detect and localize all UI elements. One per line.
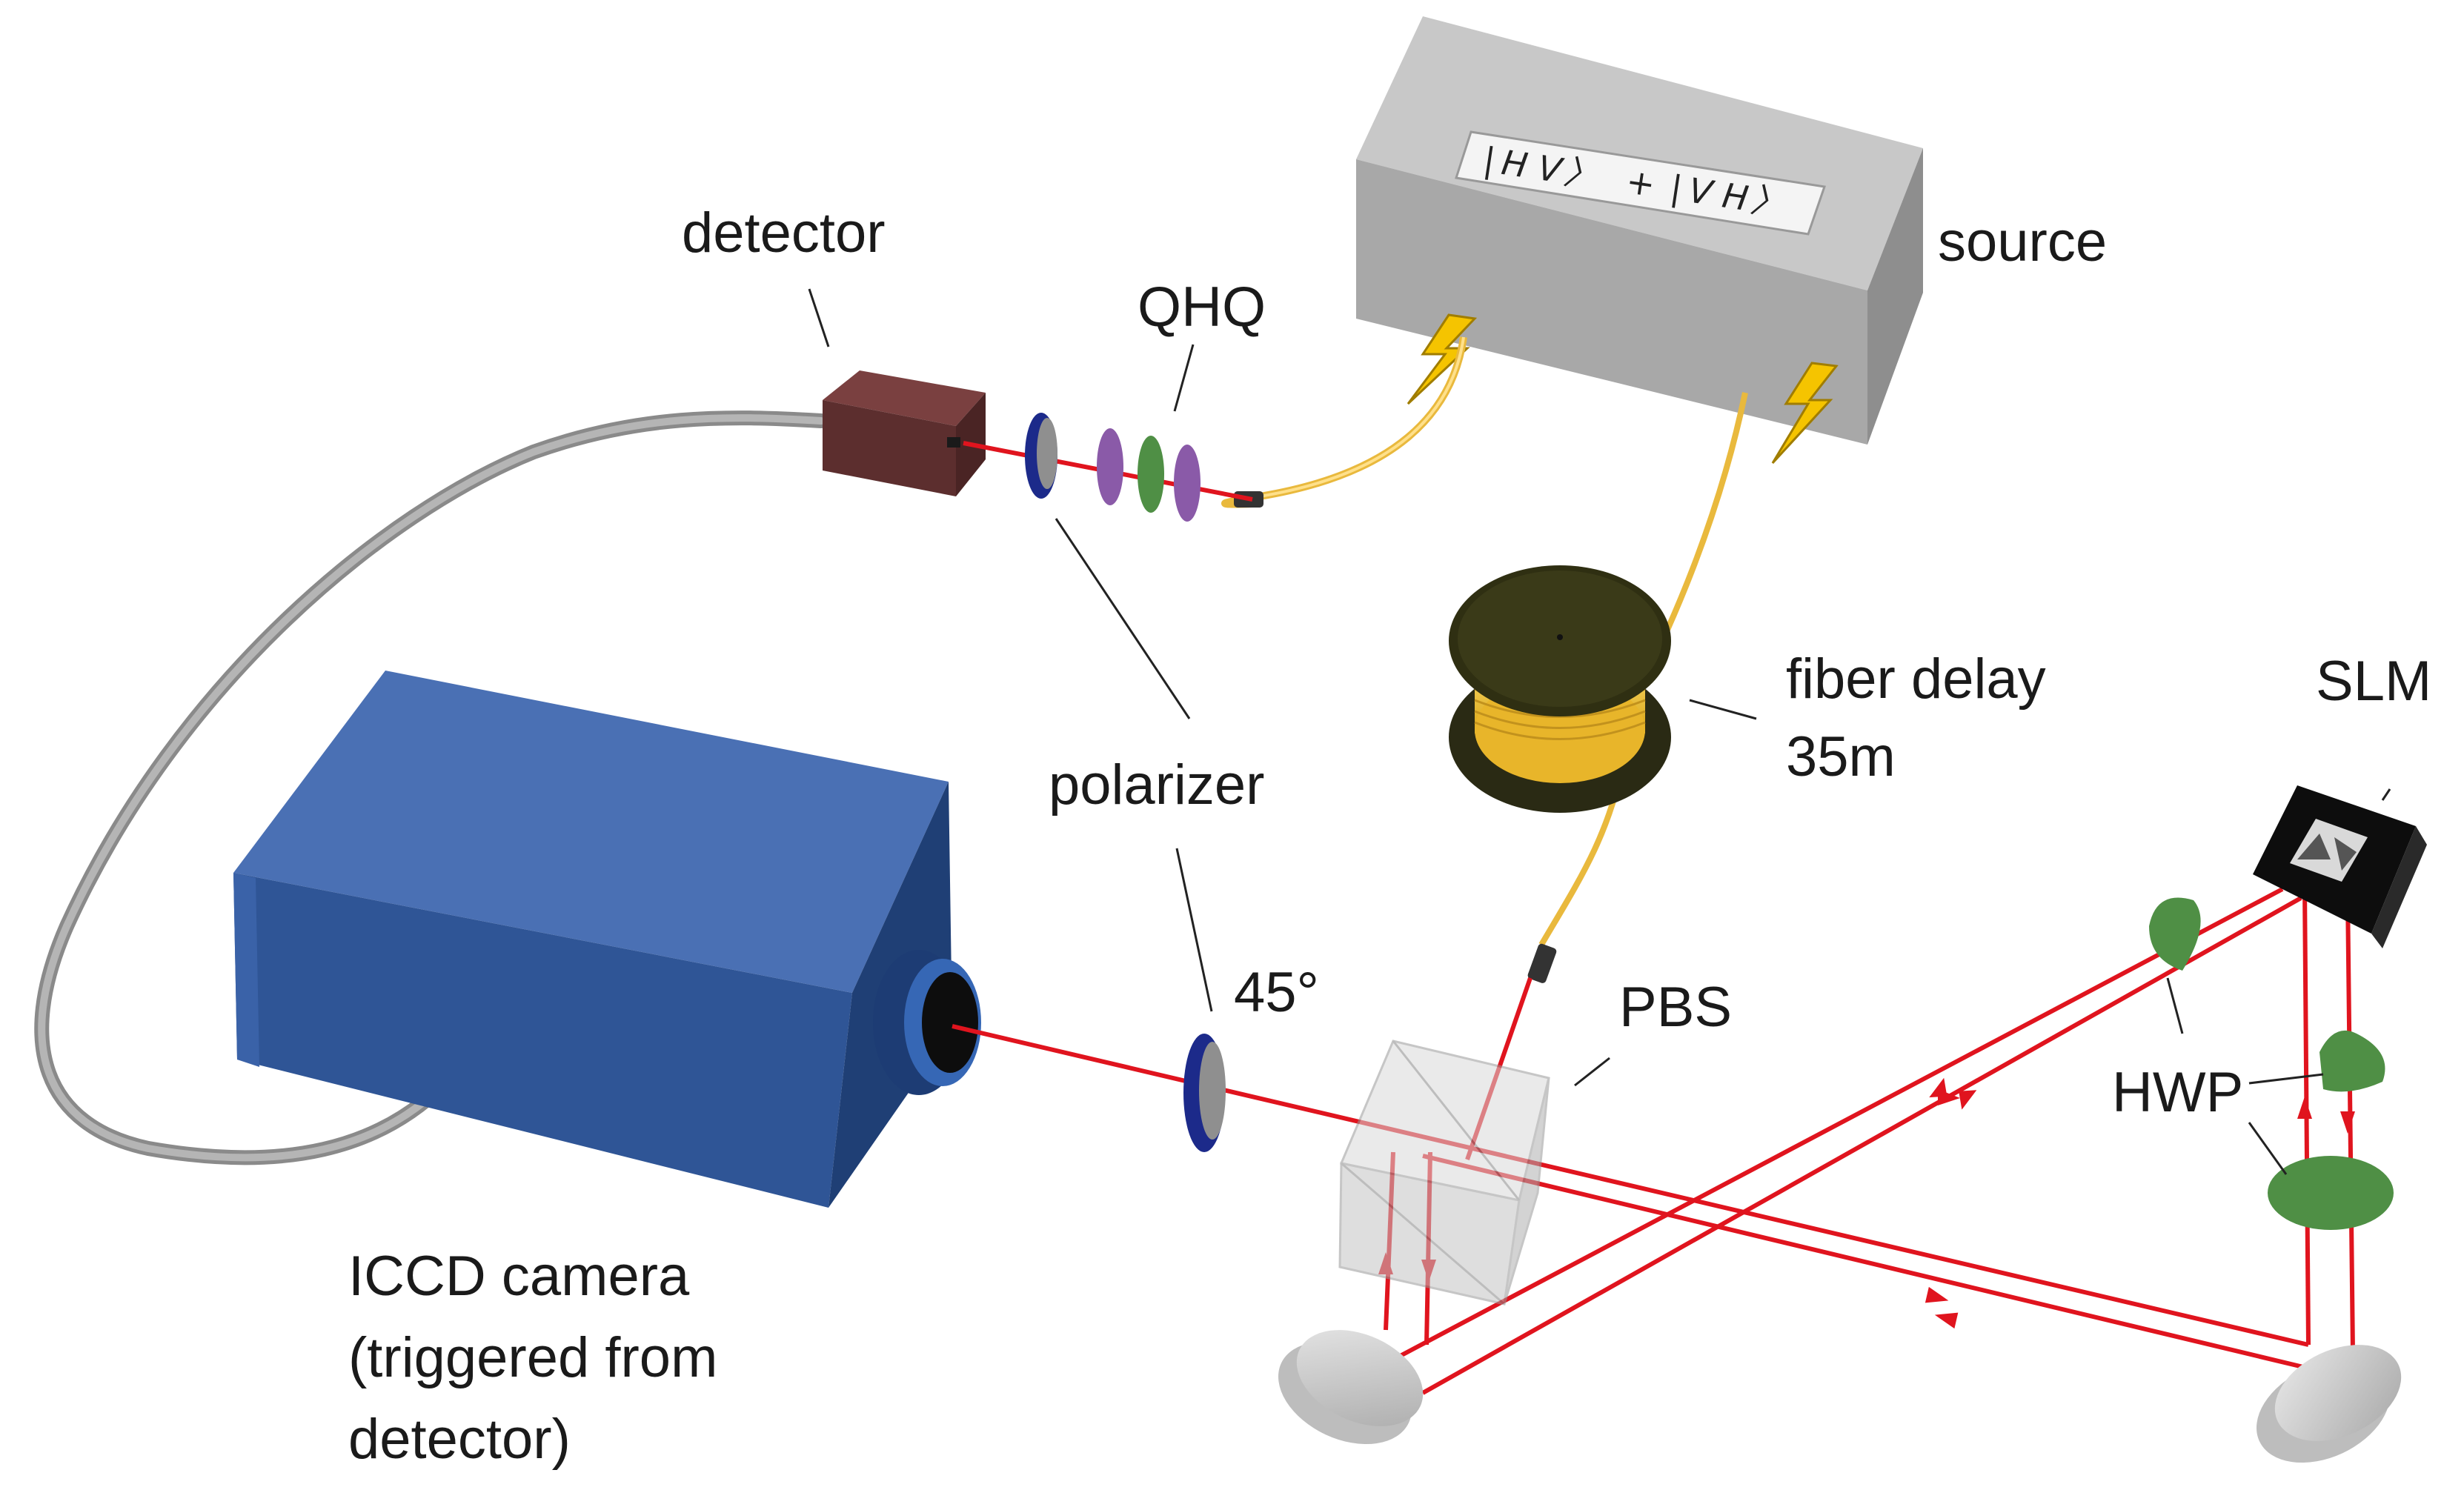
pbs-cube bbox=[1338, 1040, 1550, 1306]
mirror-right bbox=[2257, 1345, 2402, 1463]
ket-close: 〉 bbox=[1748, 179, 1787, 224]
iccd-camera bbox=[233, 671, 981, 1208]
output-arrow-icon bbox=[1771, 362, 1839, 465]
slm-device bbox=[2253, 785, 2427, 948]
label-pbs: PBS bbox=[1619, 976, 1732, 1039]
label-fiber-delay: fiber delay bbox=[1786, 648, 2046, 711]
label-camera: ICCD camera bbox=[348, 1245, 690, 1308]
detector-box bbox=[823, 370, 986, 496]
source-state-ket: | H V 〉 + | V H 〉 bbox=[1481, 139, 1788, 224]
source-box bbox=[1356, 16, 1923, 445]
ket-plus: + bbox=[1624, 161, 1658, 204]
qwp-plate bbox=[1174, 445, 1201, 522]
fiber-delay-spool bbox=[1449, 565, 1671, 813]
output-arrow-icon bbox=[1407, 313, 1478, 405]
beam-arrow-icon bbox=[1378, 1077, 2355, 1329]
hwp-plate bbox=[2319, 1030, 2385, 1092]
hwp-plate bbox=[2268, 1156, 2394, 1230]
label-detector: detector bbox=[682, 202, 886, 265]
label-slm: SLM bbox=[2316, 650, 2431, 713]
fiber-to-detector bbox=[1221, 336, 1467, 508]
fiber-connector bbox=[1527, 943, 1557, 983]
polarizer-45 bbox=[1183, 1034, 1226, 1152]
hwp-plate bbox=[2149, 897, 2201, 971]
ket-close: 〉 bbox=[1561, 152, 1601, 196]
ket-content: V H bbox=[1686, 170, 1751, 219]
hwp-plate bbox=[1138, 436, 1164, 513]
leader-lines bbox=[808, 288, 2391, 1175]
label-polarizer: polarizer bbox=[1049, 754, 1264, 816]
label-fiber-length: 35m bbox=[1786, 725, 1896, 788]
label-angle: 45° bbox=[1234, 961, 1319, 1024]
qwp-plate bbox=[1097, 428, 1123, 505]
laser-beams bbox=[952, 441, 2355, 1395]
label-hwp: HWP bbox=[2112, 1061, 2243, 1124]
fiber-to-spool bbox=[1664, 392, 1748, 631]
label-camera-trigger: (triggered from bbox=[348, 1326, 717, 1389]
label-camera-trigger-source: detector) bbox=[348, 1408, 571, 1471]
label-qhq: QHQ bbox=[1138, 276, 1266, 339]
ket-content: H V bbox=[1499, 142, 1567, 191]
polarizer-top bbox=[1025, 413, 1057, 499]
label-source: source bbox=[1938, 210, 2107, 273]
mirror-left bbox=[1278, 1330, 1424, 1445]
